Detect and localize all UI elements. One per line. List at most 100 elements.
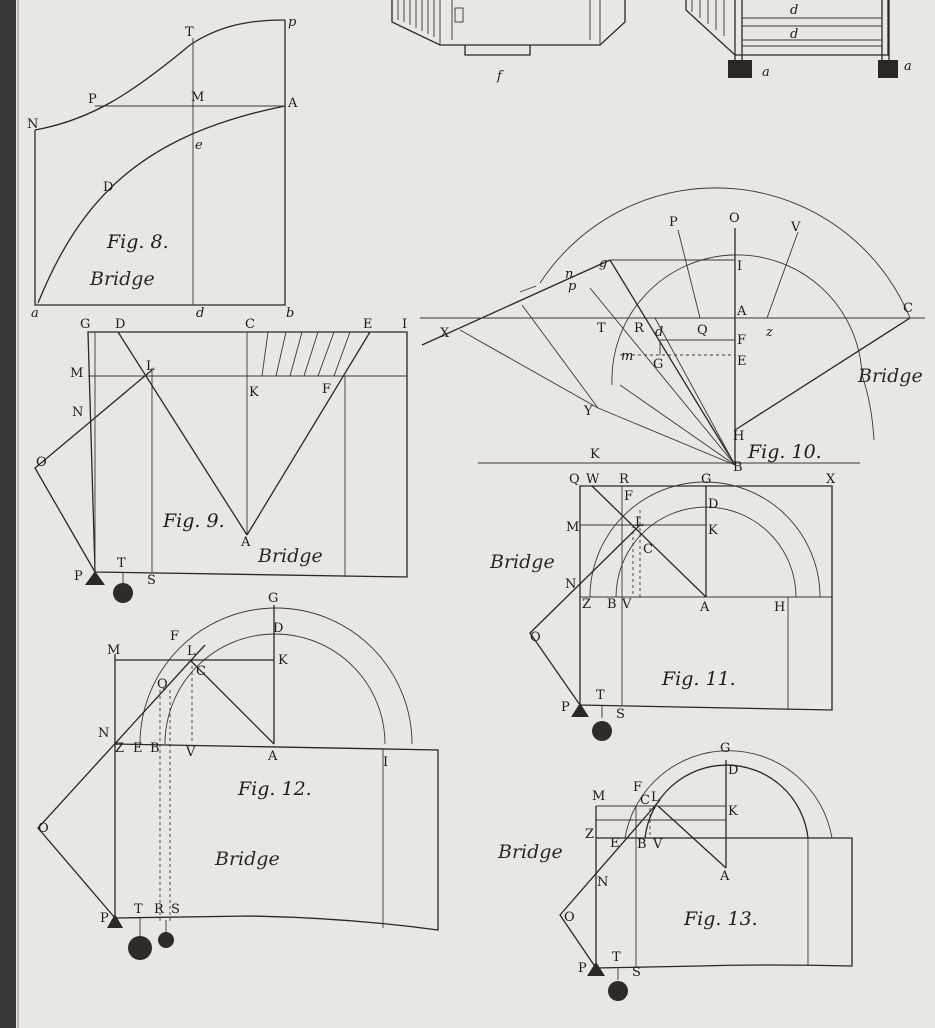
- top-partial-frame-right: a a d d: [685, 0, 912, 80]
- label-F: F: [624, 489, 633, 504]
- label-D: D: [273, 621, 283, 636]
- label-P: P: [578, 961, 587, 976]
- label-E: E: [363, 317, 373, 332]
- fig-8: T p N P M A e D a d b Fig. 8. Bridge: [27, 15, 298, 321]
- label-Q: Q: [157, 677, 168, 692]
- label-K: K: [278, 653, 288, 668]
- label-A: A: [719, 869, 730, 884]
- label-Q: Q: [697, 323, 708, 338]
- label-S: S: [632, 965, 641, 980]
- label-W: W: [586, 472, 600, 487]
- label-E: E: [610, 836, 620, 851]
- label-E: E: [133, 741, 143, 756]
- label-N: N: [565, 577, 576, 592]
- fig13-caption: Fig. 13.: [683, 908, 758, 930]
- label-E: E: [737, 354, 747, 369]
- label-T: T: [596, 688, 605, 703]
- fig8-bridge: Bridge: [89, 268, 155, 290]
- label-S: S: [171, 902, 180, 917]
- label-F: F: [322, 382, 331, 397]
- label-a: a: [31, 306, 39, 321]
- label-n: n: [565, 267, 573, 282]
- fig10-bridge: Bridge: [857, 365, 923, 387]
- label-Z: Z: [585, 827, 594, 842]
- top-partial-machine-left: f: [391, 0, 626, 84]
- label-S: S: [147, 573, 156, 588]
- fig-13: G D M F C L K Z E B V N A O P T S Fig. 1…: [497, 741, 853, 1001]
- label-L: L: [651, 790, 660, 805]
- label-G: G: [701, 472, 711, 487]
- label-L: L: [635, 515, 644, 530]
- fig13-bridge: Bridge: [497, 841, 563, 863]
- fig9-bridge: Bridge: [257, 545, 323, 567]
- label-z: z: [765, 325, 773, 340]
- fig-11: Q W R G X F D M L K C N Z B V A H O P T …: [489, 472, 836, 741]
- fig8-caption: Fig. 8.: [106, 231, 169, 253]
- label-m: m: [621, 349, 633, 364]
- fig12-bridge: Bridge: [214, 848, 280, 870]
- label-N: N: [597, 875, 608, 890]
- label-H: H: [774, 600, 785, 615]
- label-C: C: [903, 301, 913, 316]
- label-T: T: [185, 25, 194, 40]
- label-Q: Q: [569, 472, 580, 487]
- label-X: X: [826, 472, 836, 487]
- label-C: C: [245, 317, 255, 332]
- label-V: V: [621, 597, 632, 612]
- label-a-left: a: [762, 65, 770, 80]
- label-N: N: [27, 117, 38, 132]
- label-L: L: [146, 359, 155, 374]
- label-d: d: [655, 325, 663, 340]
- label-O: O: [38, 821, 49, 836]
- label-e: e: [195, 138, 203, 153]
- label-I: I: [737, 259, 742, 274]
- label-T: T: [612, 950, 621, 965]
- label-B: B: [150, 741, 160, 756]
- label-R: R: [634, 321, 645, 336]
- label-F: F: [737, 333, 746, 348]
- label-I: I: [402, 317, 407, 332]
- label-K: K: [708, 523, 718, 538]
- label-P: P: [88, 92, 97, 107]
- label-K: K: [249, 385, 259, 400]
- label-M: M: [107, 643, 120, 658]
- label-B: B: [637, 837, 647, 852]
- label-V: V: [652, 837, 663, 852]
- label-p: p: [568, 279, 577, 294]
- label-N: N: [72, 405, 83, 420]
- label-G: G: [268, 591, 278, 606]
- label-O: O: [564, 910, 575, 925]
- label-K: K: [728, 804, 738, 819]
- label-d2: d: [790, 27, 798, 42]
- label-H: H: [733, 429, 744, 444]
- label-M: M: [592, 789, 605, 804]
- label-B: B: [607, 597, 617, 612]
- fig-10: O P V g n p I A C X T R d Q z F m G E Y …: [420, 187, 925, 475]
- label-M: M: [70, 366, 83, 381]
- binding-edge: [0, 0, 16, 1028]
- fig12-caption: Fig. 12.: [237, 778, 312, 800]
- label-d1: d: [790, 3, 798, 18]
- label-D: D: [115, 317, 125, 332]
- label-D: D: [728, 763, 738, 778]
- label-X: X: [440, 326, 450, 341]
- label-A: A: [240, 535, 251, 550]
- label-G: G: [80, 317, 90, 332]
- fig9-caption: Fig. 9.: [162, 510, 225, 532]
- label-b: b: [286, 306, 294, 321]
- label-P: P: [669, 215, 678, 230]
- fig11-caption: Fig. 11.: [661, 668, 736, 690]
- label-V: V: [790, 220, 801, 235]
- label-P: P: [100, 911, 109, 926]
- label-A: A: [287, 96, 298, 111]
- label-d: d: [196, 306, 204, 321]
- label-a-right: a: [904, 59, 912, 74]
- label-A: A: [736, 304, 747, 319]
- label-D: D: [708, 497, 718, 512]
- label-Z: Z: [115, 741, 124, 756]
- label-Y: Y: [583, 404, 593, 419]
- fig10-caption: Fig. 10.: [747, 441, 822, 463]
